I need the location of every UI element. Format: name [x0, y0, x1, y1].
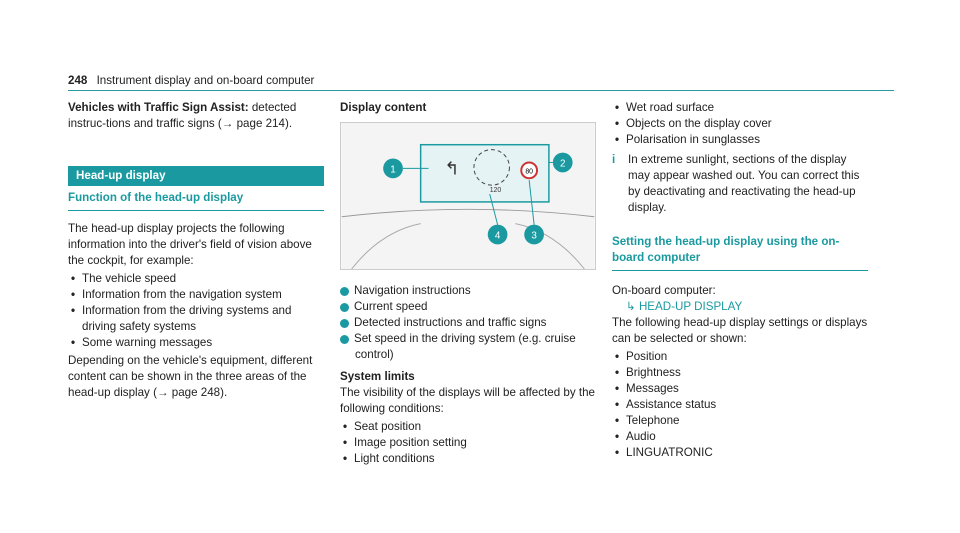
hud-set-speed: 120 [490, 187, 502, 194]
callout-3 [524, 224, 544, 245]
list-item: Brightness [612, 365, 868, 381]
page-number: 248 [68, 74, 88, 87]
menu-path: ↳ HEAD-UP DISPLAY [626, 300, 743, 313]
list-item: Audio [612, 429, 868, 445]
svg-text:4: 4 [495, 230, 501, 241]
computer-label: On-board computer: [612, 284, 716, 297]
conditions-bullets: Wet road surface Objects on the display … [612, 100, 868, 148]
system-limits-paragraph: The visibility of the displays will be a… [340, 386, 595, 415]
limits-bullets: Seat position Image position setting Lig… [340, 419, 596, 467]
list-item: Wet road surface [612, 100, 868, 116]
list-item: Polarisation in sunglasses [612, 132, 868, 148]
subheading-function: Function of the head-up display [68, 190, 324, 211]
section-banner: Head-up display [68, 166, 324, 186]
column-3: Wet road surface Objects on the display … [612, 100, 868, 461]
list-item: Messages [612, 381, 868, 397]
info-note: i In extreme sunlight, sections of the d… [612, 153, 860, 214]
function-paragraph: The head-up display projects the followi… [68, 222, 312, 267]
callout-4 [487, 224, 508, 245]
svg-text:1: 1 [390, 164, 395, 175]
display-content-heading: Display content [340, 101, 427, 114]
hud-arrow-icon: ↰ [444, 158, 459, 178]
info-icon: i [612, 153, 616, 166]
list-item: Some warning messages [68, 335, 324, 351]
list-item: Seat position [340, 419, 596, 435]
page-header-title: Instrument display and on-board computer [96, 74, 315, 87]
callout-2 [552, 152, 573, 173]
menu-arrow-icon: ↳ [626, 300, 639, 313]
list-item: Position [612, 349, 868, 365]
list-item: Objects on the display cover [612, 116, 868, 132]
svg-text:3: 3 [531, 230, 537, 241]
intro-paragraph: Vehicles with Traffic Sign Assist: detec… [68, 101, 297, 130]
hud-sign-value: 80 [525, 168, 533, 175]
content-areas-paragraph: Depending on the vehicle's equipment, di… [68, 354, 313, 399]
list-item: The vehicle speed [68, 271, 324, 287]
header-rule [68, 90, 894, 91]
column-1: Vehicles with Traffic Sign Assist: detec… [68, 100, 324, 401]
list-item: Image position setting [340, 435, 596, 451]
list-item: Information from the driving systems and… [68, 303, 324, 335]
callout-1 [383, 158, 403, 179]
list-item: Light conditions [340, 451, 596, 467]
function-bullets: The vehicle speed Information from the n… [68, 271, 324, 351]
list-item: LINGUATRONIC [612, 445, 868, 461]
hud-illustration: ↰ 80 120 1 2 3 4 [340, 122, 596, 270]
svg-text:2: 2 [560, 158, 565, 169]
settings-bullets: Position Brightness Messages Assistance … [612, 349, 868, 461]
list-item: Telephone [612, 413, 868, 429]
settings-paragraph: The following head-up display settings o… [612, 316, 868, 345]
subheading-settings: Setting the head-up display using the on… [612, 234, 868, 271]
system-limits-heading: System limits [340, 370, 415, 383]
page-header: 248 Instrument display and on-board comp… [68, 73, 314, 89]
list-item: Assistance status [612, 397, 868, 413]
list-item: Information from the navigation system [68, 287, 324, 303]
